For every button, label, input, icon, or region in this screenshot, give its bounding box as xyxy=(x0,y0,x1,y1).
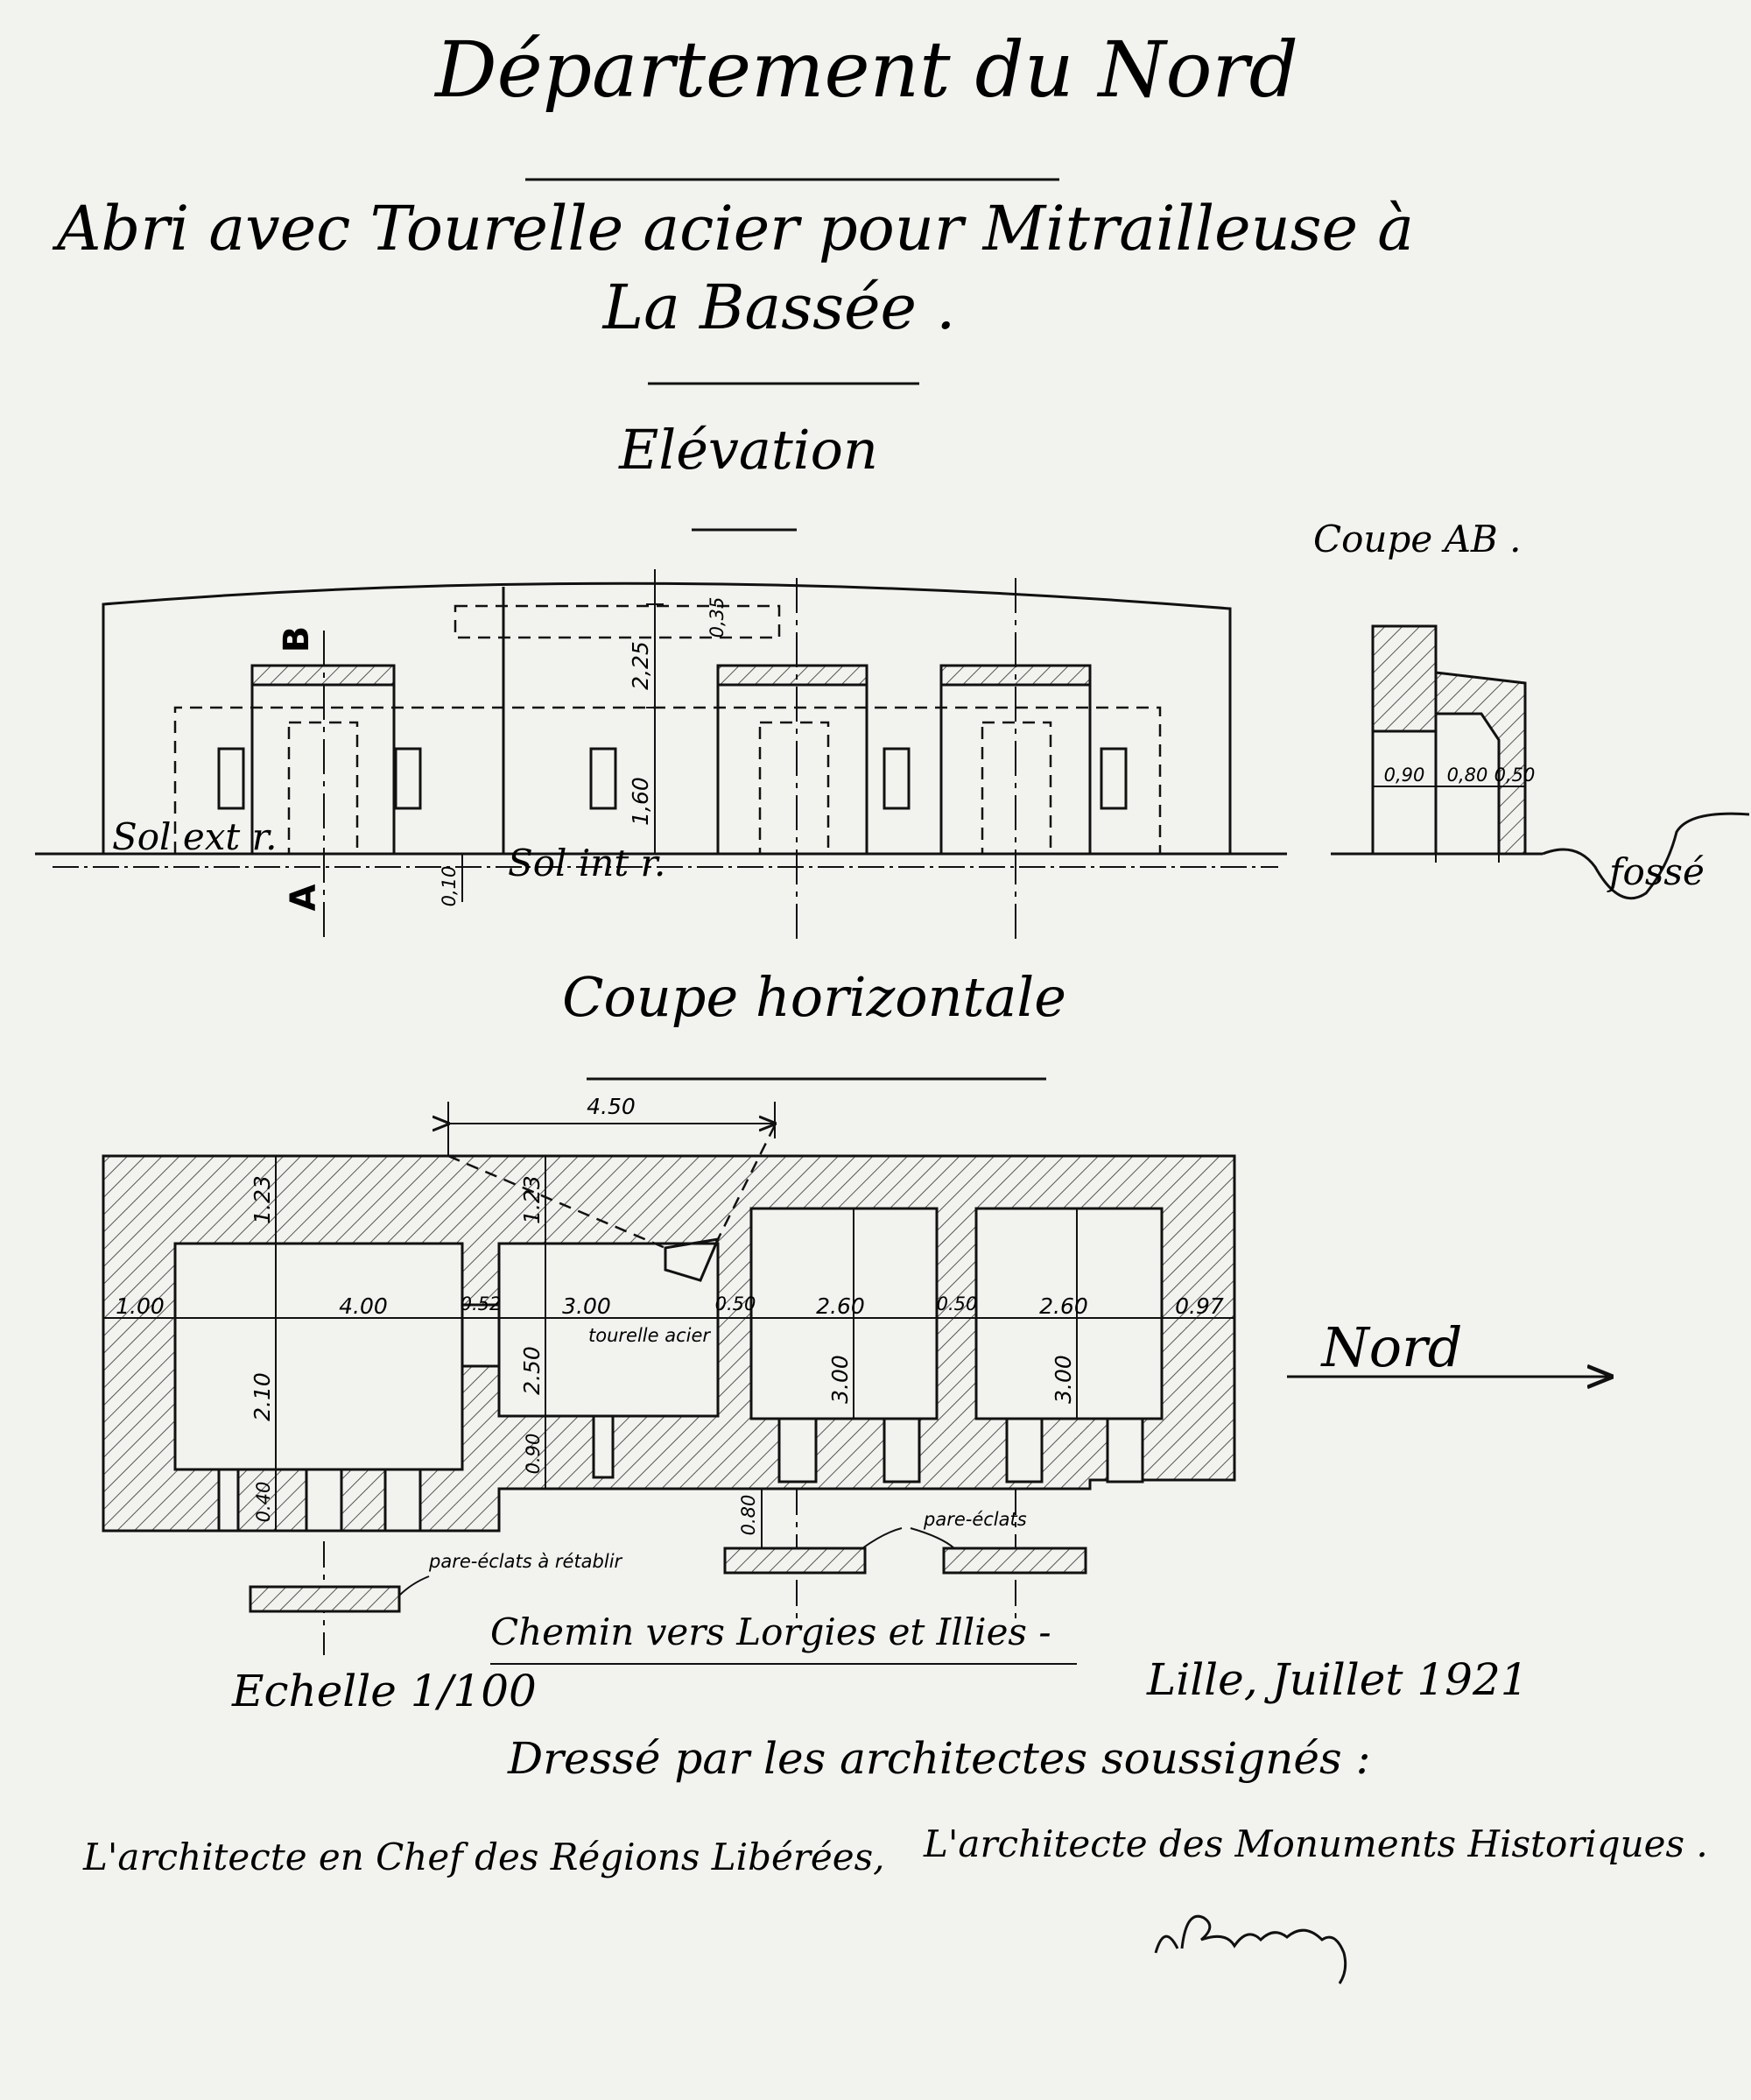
plan-turret-symbol xyxy=(664,1237,721,1282)
section-label-a: A xyxy=(284,884,324,911)
dim-3-00-room3: 3.00 xyxy=(827,1355,853,1404)
elevation-slot xyxy=(454,604,781,639)
plan-opening xyxy=(1106,1417,1144,1483)
label-nord: Nord xyxy=(1320,1315,1463,1379)
dim-1-60: 1,60 xyxy=(628,777,653,826)
signature-mark xyxy=(1154,1914,1347,1984)
coupe-ab-turret xyxy=(1434,671,1527,856)
label-lieu-date: Lille, Juillet 1921 xyxy=(1146,1654,1529,1705)
elevation-window xyxy=(1100,747,1128,810)
leader-line xyxy=(398,1575,430,1596)
dim-1-00: 1.00 xyxy=(116,1293,165,1319)
dim-4-00: 4.00 xyxy=(339,1293,388,1319)
pare-eclats-a-retablir-block xyxy=(249,1585,401,1613)
dim-2-50: 2.50 xyxy=(519,1346,545,1395)
dim-1-23-room1: 1.23 xyxy=(250,1175,275,1224)
label-tourelle-acier: tourelle acier xyxy=(588,1325,711,1346)
dim-0-80-plan: 0.80 xyxy=(738,1495,759,1536)
plan-room-3 xyxy=(749,1207,939,1420)
elevation-window xyxy=(883,747,911,810)
section-label-b: B xyxy=(277,626,317,653)
label-fosse: fossé xyxy=(1607,850,1705,893)
coupe-ab-wall xyxy=(1371,624,1438,733)
dim-1-23-room2: 1.23 xyxy=(519,1175,545,1224)
plan-room-1 xyxy=(173,1242,464,1471)
dim-0-90-ab: 0,90 xyxy=(1384,765,1425,786)
plan-opening xyxy=(592,1414,615,1479)
elevation-drawing xyxy=(35,569,1287,941)
horizontal-heading: Coupe horizontale xyxy=(562,965,1066,1029)
dim-2-10: 2.10 xyxy=(250,1372,275,1421)
plan-drawing xyxy=(102,1102,1236,1665)
leader-line xyxy=(910,1527,955,1549)
dim-0-52: 0.52 xyxy=(461,1293,502,1314)
elevation-door-2 xyxy=(716,664,868,856)
plan-turret-field-line xyxy=(716,1124,777,1240)
label-dresse: Dressé par les architectes soussignés : xyxy=(507,1733,1370,1784)
label-echelle: Echelle 1/100 xyxy=(231,1666,537,1716)
plan-opening xyxy=(383,1468,422,1533)
plan-opening xyxy=(777,1417,818,1483)
dim-0-97: 0.97 xyxy=(1175,1293,1224,1319)
dim-0-40: 0.40 xyxy=(253,1482,274,1523)
elevation-window xyxy=(217,747,245,810)
leader-line xyxy=(861,1527,903,1549)
label-chemin: Chemin vers Lorgies et Illies - xyxy=(490,1610,1051,1653)
plan-opening xyxy=(883,1417,921,1483)
pare-eclats-block xyxy=(942,1547,1087,1575)
title-abri: Abri avec Tourelle acier pour Mitrailleu… xyxy=(52,193,1414,264)
dim-2-60-b: 2.60 xyxy=(1039,1293,1088,1319)
elevation-outline xyxy=(102,581,1232,854)
elevation-lintel-2 xyxy=(716,664,868,687)
dim-0-50-ab: 0,50 xyxy=(1494,765,1536,786)
elevation-interior-outline xyxy=(173,706,1162,854)
dim-0-50-b: 0.50 xyxy=(937,1293,978,1314)
dim-3-00-room4: 3.00 xyxy=(1051,1355,1076,1404)
elevation-window xyxy=(589,747,617,810)
plan-opening xyxy=(217,1468,240,1533)
label-sol-ext: Sol ext r. xyxy=(112,815,277,858)
elevation-door-2-inner xyxy=(758,721,830,856)
label-pare-eclats-a-retablir: pare-éclats à rétablir xyxy=(428,1551,623,1572)
elevation-window xyxy=(394,747,422,810)
plan-room-2 xyxy=(497,1242,720,1418)
title-departement: Département du Nord xyxy=(433,25,1298,115)
dim-0-35: 0,35 xyxy=(707,597,728,638)
coupe-ab-heading: Coupe AB . xyxy=(1313,518,1521,560)
dim-0-50-a: 0.50 xyxy=(715,1293,756,1314)
dim-4-50: 4.50 xyxy=(587,1094,636,1119)
elevation-heading: Elévation xyxy=(618,418,878,482)
plan-opening xyxy=(1005,1417,1044,1483)
label-architecte-mh: L'architecte des Monuments Historiques . xyxy=(923,1822,1708,1865)
dim-2-25: 2,25 xyxy=(628,641,653,690)
label-architecte-chef: L'architecte en Chef des Régions Libérée… xyxy=(82,1836,885,1878)
coupe-ab-fosse-profile xyxy=(1542,812,1750,900)
title-la-bassee: La Bassée . xyxy=(601,271,956,343)
plan-room-4 xyxy=(974,1207,1164,1420)
label-pare-eclats: pare-éclats xyxy=(923,1509,1027,1530)
plan-opening xyxy=(305,1468,343,1533)
dim-0-10: 0,10 xyxy=(439,866,460,907)
dim-0-90: 0.90 xyxy=(523,1434,544,1475)
label-sol-int: Sol int r. xyxy=(508,842,665,884)
pare-eclats-block xyxy=(723,1547,867,1575)
coupe-ab-drawing xyxy=(1331,624,1750,900)
dim-3-00-width: 3.00 xyxy=(562,1293,611,1319)
dim-0-80-ab: 0,80 xyxy=(1447,765,1488,786)
dim-2-60-a: 2.60 xyxy=(816,1293,865,1319)
